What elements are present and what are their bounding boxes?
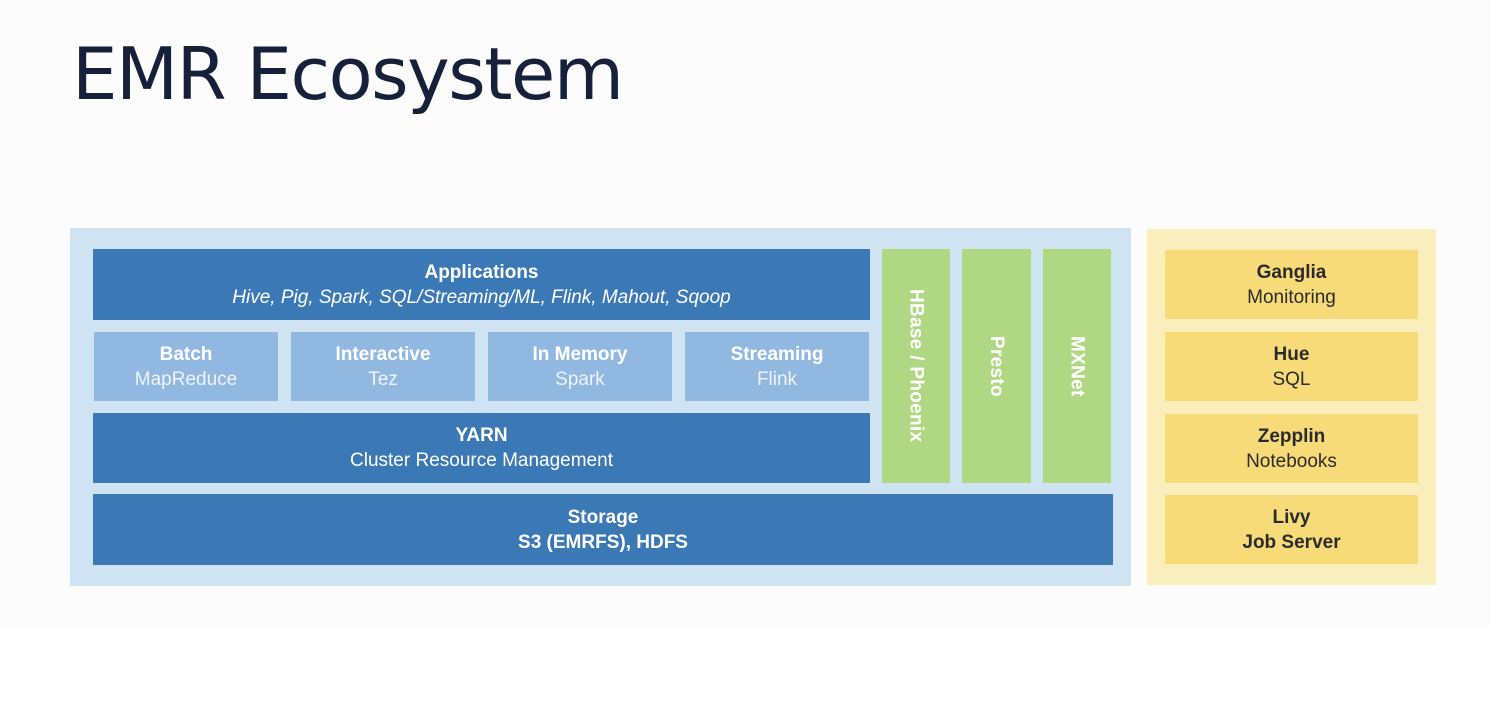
yarn-layer: YARN Cluster Resource Management <box>93 413 870 483</box>
page-title: EMR Ecosystem <box>72 32 624 116</box>
tool-title: Zepplin <box>1257 425 1326 447</box>
tool-livy: Livy Job Server <box>1165 495 1418 564</box>
tool-ganglia: Ganglia Monitoring <box>1165 250 1418 319</box>
side-app-label: HBase / Phoenix <box>905 289 927 443</box>
side-app-hbase-phoenix: HBase / Phoenix <box>882 249 950 483</box>
tool-zepplin: Zepplin Notebooks <box>1165 414 1418 483</box>
applications-layer: Applications Hive, Pig, Spark, SQL/Strea… <box>93 249 870 320</box>
engine-in-memory: In Memory Spark <box>488 332 672 401</box>
side-app-presto: Presto <box>962 249 1031 483</box>
side-app-mxnet: MXNet <box>1043 249 1111 483</box>
engine-subtitle: MapReduce <box>134 368 238 390</box>
engine-title: Streaming <box>730 343 824 365</box>
tool-subtitle: Notebooks <box>1246 450 1337 472</box>
tool-title: Livy <box>1272 506 1311 528</box>
tool-hue: Hue SQL <box>1165 332 1418 401</box>
tool-title: Hue <box>1273 343 1310 365</box>
tool-subtitle: Job Server <box>1242 531 1341 553</box>
storage-title: Storage <box>567 506 639 528</box>
applications-title: Applications <box>424 261 539 283</box>
engine-interactive: Interactive Tez <box>291 332 475 401</box>
side-app-label: MXNet <box>1066 335 1088 397</box>
engine-title: Batch <box>159 343 213 365</box>
engine-subtitle: Spark <box>555 368 605 390</box>
engine-subtitle: Tez <box>368 368 398 390</box>
tool-title: Ganglia <box>1256 261 1327 283</box>
yarn-title: YARN <box>455 425 508 446</box>
yarn-subtitle: Cluster Resource Management <box>350 450 613 471</box>
tool-subtitle: SQL <box>1272 368 1311 390</box>
storage-layer: Storage S3 (EMRFS), HDFS <box>93 494 1113 565</box>
storage-subtitle: S3 (EMRFS), HDFS <box>518 531 688 553</box>
engine-title: In Memory <box>532 343 628 365</box>
side-app-label: Presto <box>986 335 1007 397</box>
applications-list: Hive, Pig, Spark, SQL/Streaming/ML, Flin… <box>232 286 731 308</box>
engine-streaming: Streaming Flink <box>685 332 869 401</box>
engine-batch: Batch MapReduce <box>94 332 278 401</box>
engine-subtitle: Flink <box>756 368 798 390</box>
engine-title: Interactive <box>335 343 431 365</box>
tool-subtitle: Monitoring <box>1247 286 1336 308</box>
